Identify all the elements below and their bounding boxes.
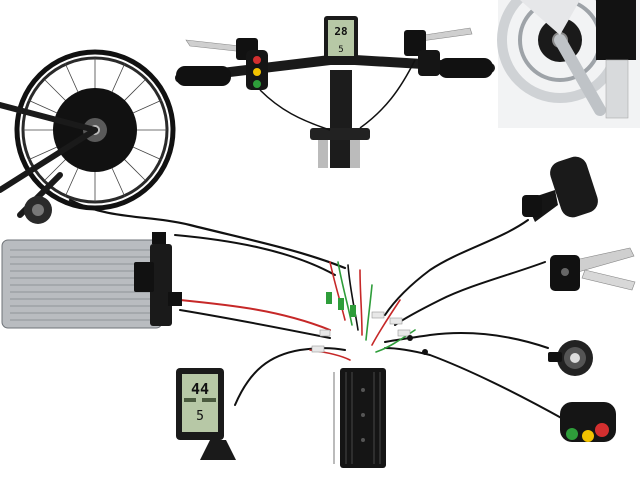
three-button-switch [560, 402, 616, 442]
lcd-display-unit: 44 5 [176, 368, 236, 460]
pas-cable [384, 332, 549, 349]
handlebar-lcd-level: 5 [338, 45, 343, 55]
lcd-speed: 44 [191, 380, 209, 398]
battery-black-wire [179, 309, 331, 339]
aluminum-battery-pack [1, 232, 182, 329]
wiring-harness [68, 198, 566, 421]
pedal-assist-sensor-mounted [497, 0, 640, 128]
lcd-cable [234, 347, 346, 406]
handlebar-with-display: 28 5 [175, 16, 495, 168]
connector-plug [326, 292, 332, 304]
chain-sprocket [24, 196, 52, 224]
lcd-mount [200, 440, 236, 460]
left-grip [176, 66, 231, 86]
throttle-cable [384, 219, 529, 316]
battery-key [152, 232, 166, 244]
brake-lever [550, 247, 636, 291]
battery-lock [134, 262, 154, 292]
handlebar-lcd: 28 5 [324, 16, 358, 64]
right-grip [438, 58, 493, 78]
brake-cable [394, 261, 546, 326]
switch-cable [384, 347, 566, 421]
lcd-level: 5 [196, 409, 204, 424]
battery-red-wire [179, 299, 331, 331]
pedal-assist-sensor-disc [548, 340, 593, 376]
battery-end-cap [150, 244, 172, 326]
motor-cable [68, 198, 347, 270]
hub-motor-wheel [0, 49, 176, 224]
battery-cable [174, 234, 336, 276]
motor-controller [333, 368, 386, 468]
handlebar-lcd-speed: 28 [334, 25, 347, 38]
half-twist-throttle [522, 156, 598, 222]
